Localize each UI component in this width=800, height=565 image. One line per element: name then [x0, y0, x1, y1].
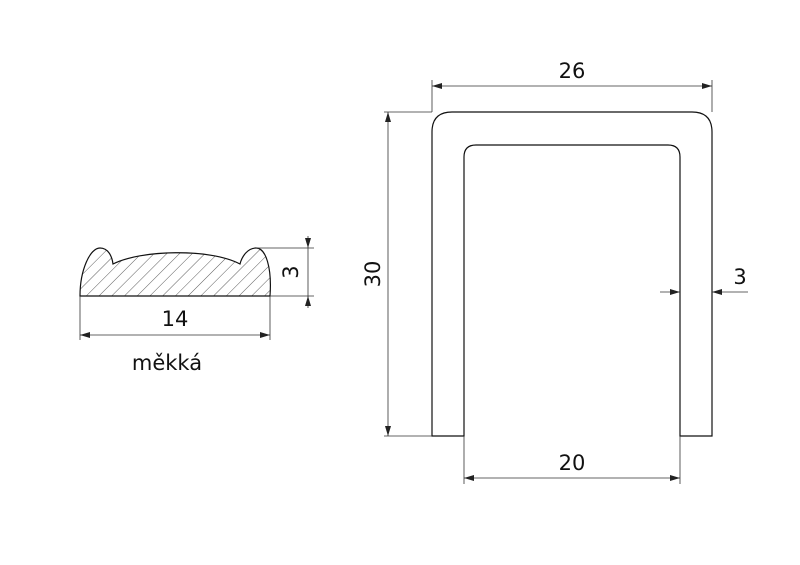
outer-width-dimension: 26	[559, 59, 586, 83]
soft-height-dimension: 3	[279, 265, 303, 278]
soft-profile: 3 14 měkká	[79, 236, 314, 375]
height-dimension: 30	[361, 261, 385, 288]
inner-width-dimension: 20	[559, 451, 586, 475]
u-profile-outline	[431, 111, 713, 437]
soft-width-dimension: 14	[162, 307, 189, 331]
soft-profile-section	[79, 247, 271, 297]
u-profile: 26 30 20 3	[361, 59, 748, 484]
wall-thickness-dimension: 3	[733, 265, 746, 289]
material-label: měkká	[132, 351, 202, 375]
